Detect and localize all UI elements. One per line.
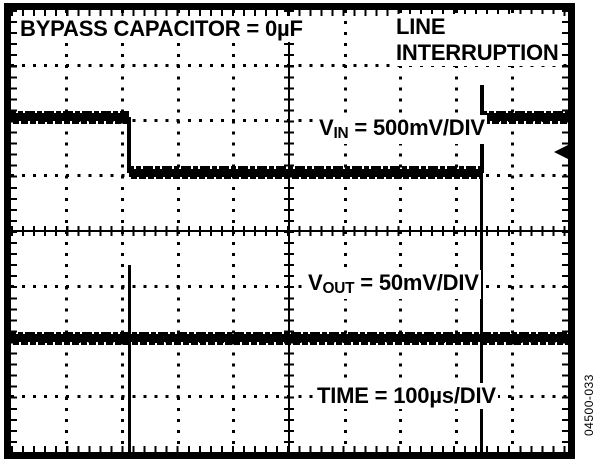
scope-display-frame: BYPASS CAPACITOR = 0µF LINE INTERRUPTION… bbox=[4, 3, 575, 459]
vin-trace bbox=[11, 110, 130, 124]
center-horizontal-axis bbox=[11, 225, 568, 236]
vout-trace bbox=[11, 331, 568, 345]
figure-number: 04500-033 bbox=[582, 374, 596, 436]
vin-trace-edge bbox=[127, 117, 132, 173]
vin-scale-value: = 500mV/DIV bbox=[348, 115, 485, 140]
vin-trace bbox=[481, 110, 568, 124]
vin-scale-label: VIN = 500mV/DIV bbox=[317, 115, 487, 144]
horizontal-division-line bbox=[11, 63, 568, 67]
vin-subscript: IN bbox=[333, 124, 349, 142]
bypass-capacitor-label: BYPASS CAPACITOR = 0µF bbox=[18, 16, 305, 42]
vout-transient-spike bbox=[127, 265, 131, 452]
line-interruption-line2: INTERRUPTION bbox=[396, 40, 559, 65]
horizontal-division-line bbox=[11, 395, 568, 399]
trace-level-arrow-icon bbox=[554, 144, 568, 159]
vout-subscript: OUT bbox=[322, 279, 355, 297]
vin-trace bbox=[129, 166, 482, 180]
vout-scale-label: VOUT = 50mV/DIV bbox=[306, 270, 481, 299]
time-scale-label: TIME = 100µs/DIV bbox=[315, 383, 498, 409]
horizontal-division-line bbox=[11, 119, 568, 122]
vout-scale-value: = 50mV/DIV bbox=[354, 270, 479, 295]
line-interruption-label: LINE INTERRUPTION bbox=[394, 14, 561, 66]
vin-symbol: V bbox=[319, 115, 334, 140]
horizontal-division-line bbox=[11, 284, 568, 288]
graticule: BYPASS CAPACITOR = 0µF LINE INTERRUPTION… bbox=[11, 10, 568, 452]
vout-transient-spike bbox=[480, 85, 484, 452]
line-interruption-line1: LINE bbox=[396, 14, 446, 39]
vout-symbol: V bbox=[308, 270, 323, 295]
